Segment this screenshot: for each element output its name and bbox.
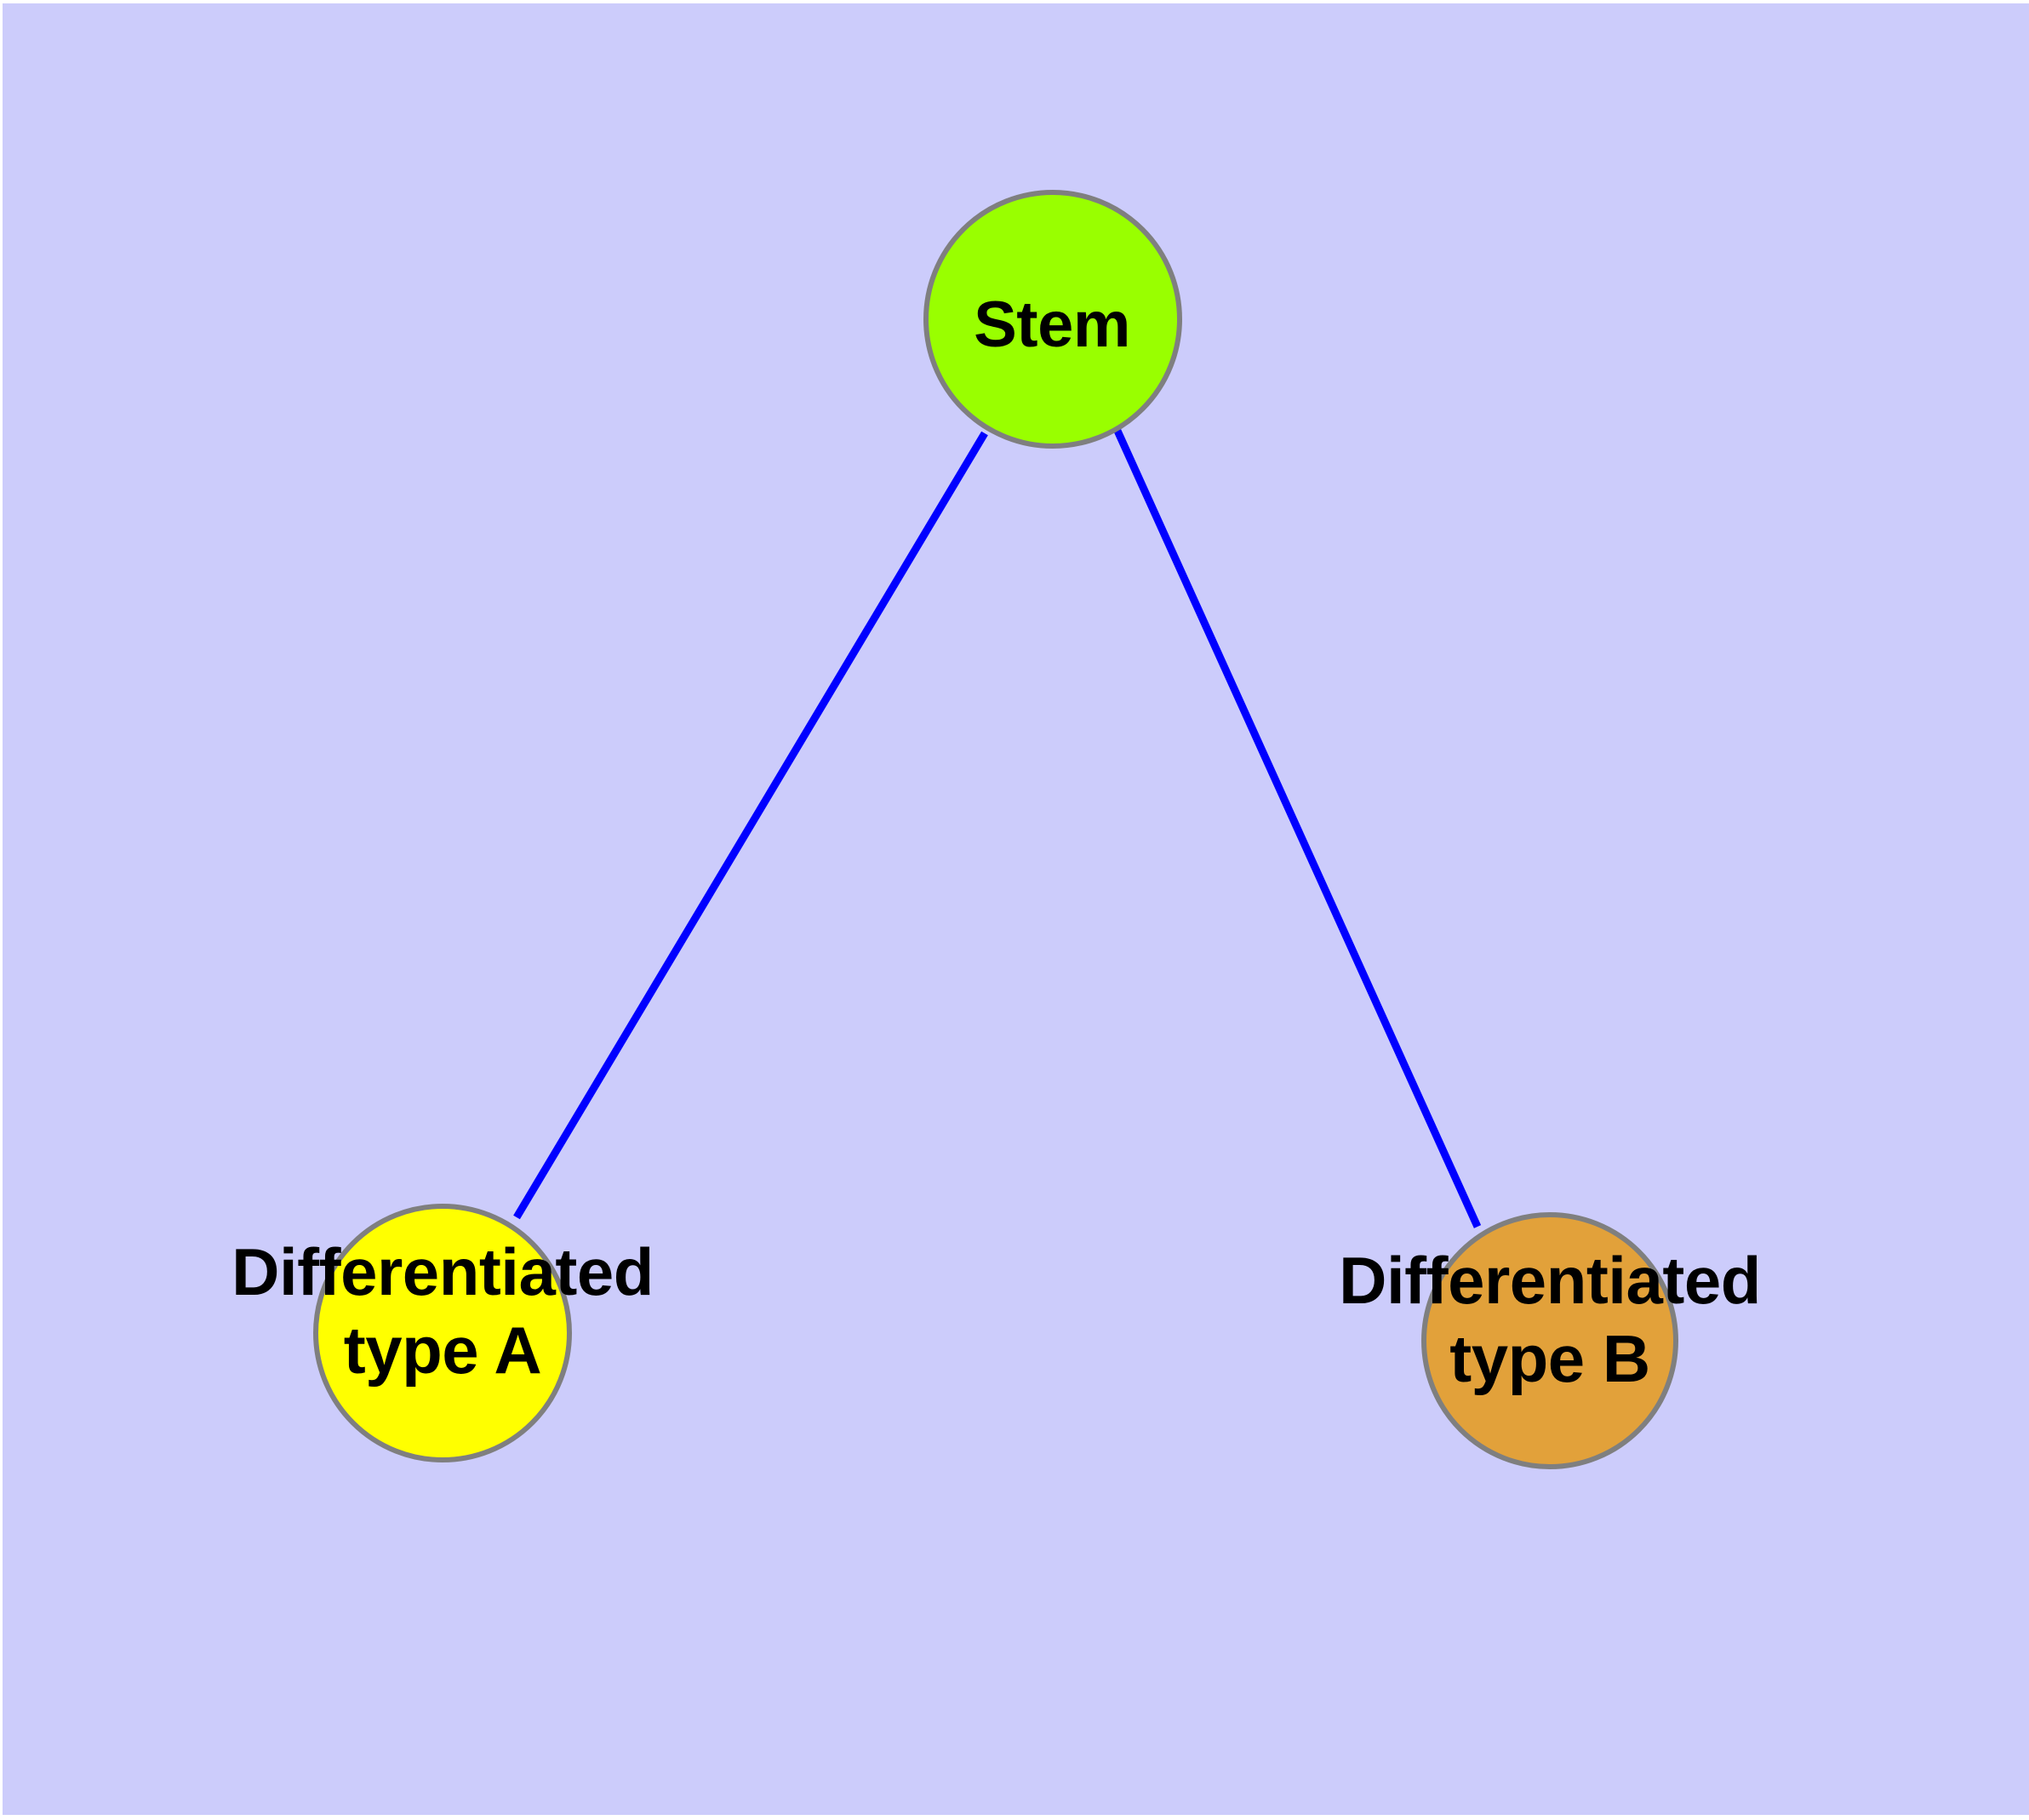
edge-stem-to-differentiated-type-b xyxy=(1113,429,1482,1228)
node-stem[interactable] xyxy=(923,190,1182,449)
node-differentiated-type-b[interactable] xyxy=(1421,1212,1678,1469)
edge-stem-to-differentiated-type-a xyxy=(513,431,988,1220)
node-differentiated-type-a[interactable] xyxy=(313,1204,572,1462)
